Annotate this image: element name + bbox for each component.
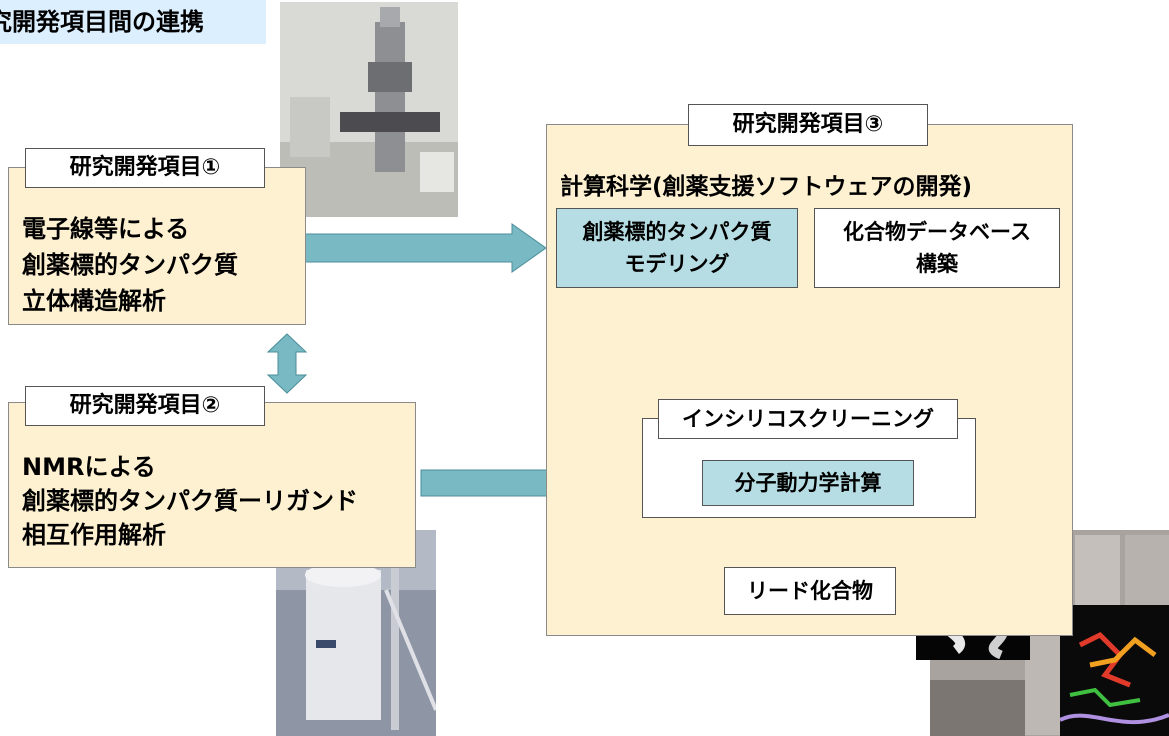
modeling-box: 創薬標的タンパク質 モデリング xyxy=(556,208,798,288)
item3-label: 研究開発項目③ xyxy=(688,104,928,146)
md-box: 分子動力学計算 xyxy=(702,460,914,506)
item2-line-1: NMRによる xyxy=(22,453,156,481)
item3-subtitle: 計算科学(創薬支援ソフトウェアの開発) xyxy=(560,174,973,200)
database-box: 化合物データベース 構築 xyxy=(814,208,1060,288)
lead-box: リード化合物 xyxy=(724,567,896,615)
item1-panel xyxy=(8,167,306,325)
database-line-2: 構築 xyxy=(916,252,958,276)
item2-line-3: 相互作用解析 xyxy=(22,521,166,549)
item2-label: 研究開発項目② xyxy=(25,386,265,426)
electron-microscope-photo xyxy=(280,2,458,217)
item2-line-2: 創薬標的タンパク質ーリガンド xyxy=(22,487,358,515)
item1-line-3: 立体構造解析 xyxy=(22,287,166,315)
item1-label: 研究開発項目① xyxy=(25,148,265,188)
ligand-binding-image xyxy=(1060,605,1169,736)
item1-line-1: 電子線等による xyxy=(22,215,190,243)
modeling-line-1: 創薬標的タンパク質 xyxy=(582,220,772,244)
modeling-line-2: モデリング xyxy=(624,252,730,276)
screening-label: インシリコスクリーニング xyxy=(658,399,958,439)
page-title: 究開発項目間の連携 xyxy=(0,0,266,44)
database-line-1: 化合物データベース xyxy=(843,220,1031,244)
item1-line-2: 創薬標的タンパク質 xyxy=(22,251,238,279)
arrow-item1-to-item3 xyxy=(304,223,547,273)
double-arrow-item1-item2 xyxy=(266,333,308,394)
